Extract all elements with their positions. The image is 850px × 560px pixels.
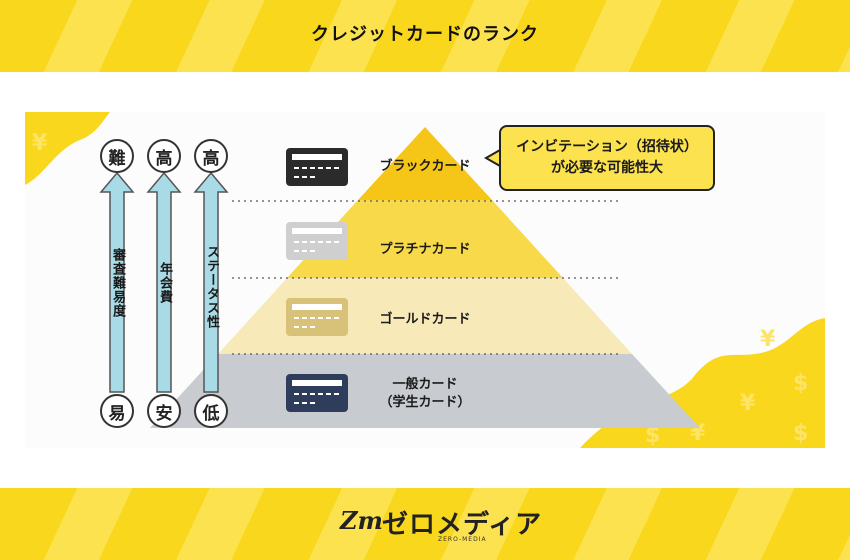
axis-top-difficulty: 難 xyxy=(100,139,134,173)
yen-mark: ¥ xyxy=(740,391,756,416)
header-band xyxy=(0,0,850,72)
decor-blob-left xyxy=(25,112,110,185)
tier-label-general: 一般カード （学生カード） xyxy=(362,376,488,412)
arrow-status xyxy=(193,171,229,393)
pyramid-tier-black xyxy=(358,127,492,200)
card-icon-platinum xyxy=(286,222,348,260)
card-icon-general xyxy=(286,374,348,412)
callout-line-2: が必要な可能性大 xyxy=(551,160,663,176)
yen-mark: ¥ xyxy=(32,131,48,156)
yen-mark: ¥ xyxy=(760,327,776,352)
axis-bottom-status: 低 xyxy=(194,394,228,428)
callout-line-1: インビテーション（招待状） xyxy=(516,139,698,155)
axis-label-status: ステータス性 xyxy=(204,245,219,329)
axis-top-status: 高 xyxy=(194,139,228,173)
zero-media-logo: Zm ゼロメディア ZERO-MEDIA xyxy=(330,500,541,548)
logo-mark: Zm xyxy=(340,506,383,535)
tier-separators xyxy=(232,200,620,355)
tier-label-platinum: プラチナカード xyxy=(379,242,471,257)
axis-arrows xyxy=(99,171,229,393)
card-icon-black xyxy=(286,148,348,186)
dollar-mark: $ xyxy=(793,371,808,396)
footer-band xyxy=(0,488,850,560)
logo-text: ゼロメディア xyxy=(382,510,543,540)
arrow-annual-fee xyxy=(146,171,182,393)
dollar-mark: $ xyxy=(645,423,660,448)
dollar-mark: $ xyxy=(793,421,808,446)
logo-subtext: ZERO-MEDIA xyxy=(438,536,487,543)
tier-label-general-main: 一般カード xyxy=(392,377,458,392)
page-title: クレジットカードのランク xyxy=(311,24,539,45)
invitation-callout: インビテーション（招待状） が必要な可能性大 xyxy=(499,125,715,191)
axis-label-annual-fee: 年会費 xyxy=(157,262,172,304)
tier-label-black: ブラックカード xyxy=(379,159,471,174)
axis-label-difficulty: 審査難易度 xyxy=(110,248,125,318)
tier-label-general-sub: （学生カード） xyxy=(379,395,471,410)
axis-bottom-difficulty: 易 xyxy=(100,394,134,428)
arrow-difficulty xyxy=(99,171,135,393)
pyramid-tier-platinum xyxy=(287,200,563,278)
card-icon-gold xyxy=(286,298,348,336)
axis-top-annual-fee: 高 xyxy=(147,139,181,173)
tier-label-gold: ゴールドカード xyxy=(379,312,471,327)
callout-pointer xyxy=(483,148,501,168)
axis-bottom-annual-fee: 安 xyxy=(147,394,181,428)
